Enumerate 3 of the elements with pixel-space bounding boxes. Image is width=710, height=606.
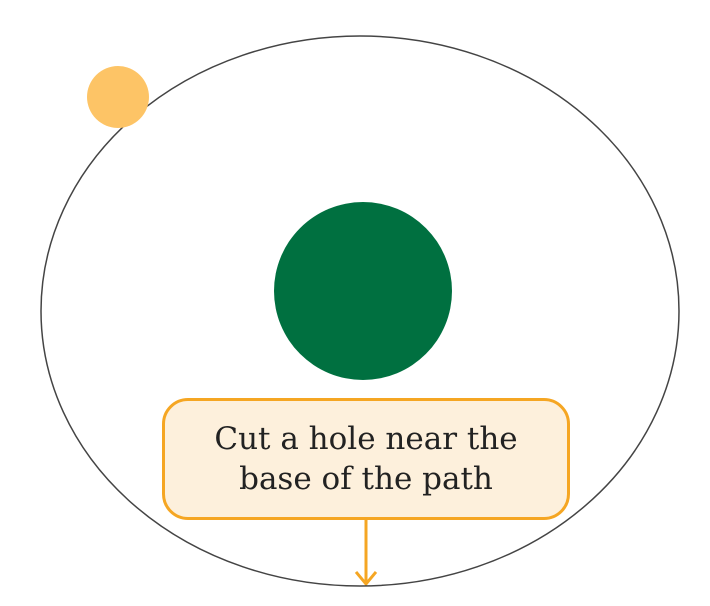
leader-arrow [354,520,378,586]
callout-text: Cut a hole near the base of the path [213,420,519,499]
callout-box [162,398,570,520]
